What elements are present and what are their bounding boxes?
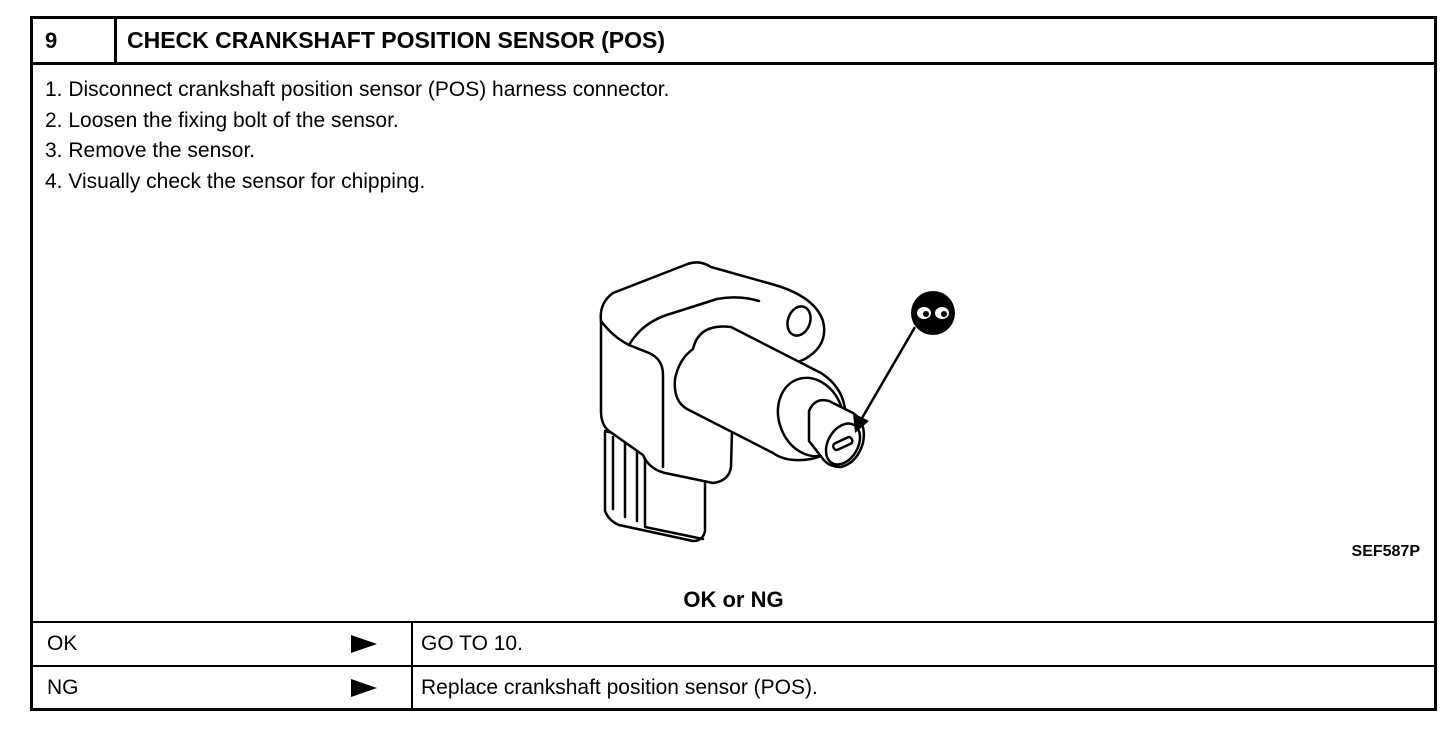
- result-label: NG: [47, 676, 79, 699]
- step-title: CHECK CRANKSHAFT POSITION SENSOR (POS): [127, 27, 665, 53]
- right-arrow-icon: [351, 635, 377, 653]
- column-divider: [411, 623, 413, 665]
- result-action: GO TO 10.: [421, 632, 523, 655]
- step-number: 9: [33, 19, 117, 62]
- inspect-eyes-icon: [911, 291, 955, 335]
- instruction-item: 3. Remove the sensor.: [45, 139, 256, 162]
- instruction-item: 1. Disconnect crankshaft position sensor…: [45, 78, 670, 101]
- result-row-ok: OK GO TO 10.: [33, 621, 1434, 665]
- instruction-list: 1. Disconnect crankshaft position sensor…: [45, 75, 669, 197]
- flange-edge: [599, 319, 665, 469]
- result-action: Replace crankshaft position sensor (POS)…: [421, 676, 818, 699]
- step-header: 9 CHECK CRANKSHAFT POSITION SENSOR (POS): [33, 19, 1434, 65]
- right-arrow-icon: [351, 679, 377, 697]
- connector-rib: [611, 435, 639, 523]
- result-row-ng: NG Replace crankshaft position sensor (P…: [33, 665, 1434, 709]
- ok-ng-question: OK or NG: [683, 587, 784, 612]
- column-divider: [411, 667, 413, 709]
- pointer-arrowhead: [853, 413, 869, 433]
- mount-hole: [786, 305, 812, 337]
- instruction-item: 2. Loosen the fixing bolt of the sensor.: [45, 108, 399, 132]
- figure-code: SEF587P: [1351, 543, 1420, 560]
- pointer-arrow-line: [856, 326, 917, 426]
- sensor-illustration: [599, 261, 955, 543]
- tip-slot: [831, 435, 854, 452]
- flange-top-edge: [627, 296, 761, 347]
- instruction-item: 4. Visually check the sensor for chippin…: [45, 169, 426, 193]
- result-label: OK: [47, 632, 78, 655]
- procedure-table: 9 CHECK CRANKSHAFT POSITION SENSOR (POS)…: [30, 16, 1437, 711]
